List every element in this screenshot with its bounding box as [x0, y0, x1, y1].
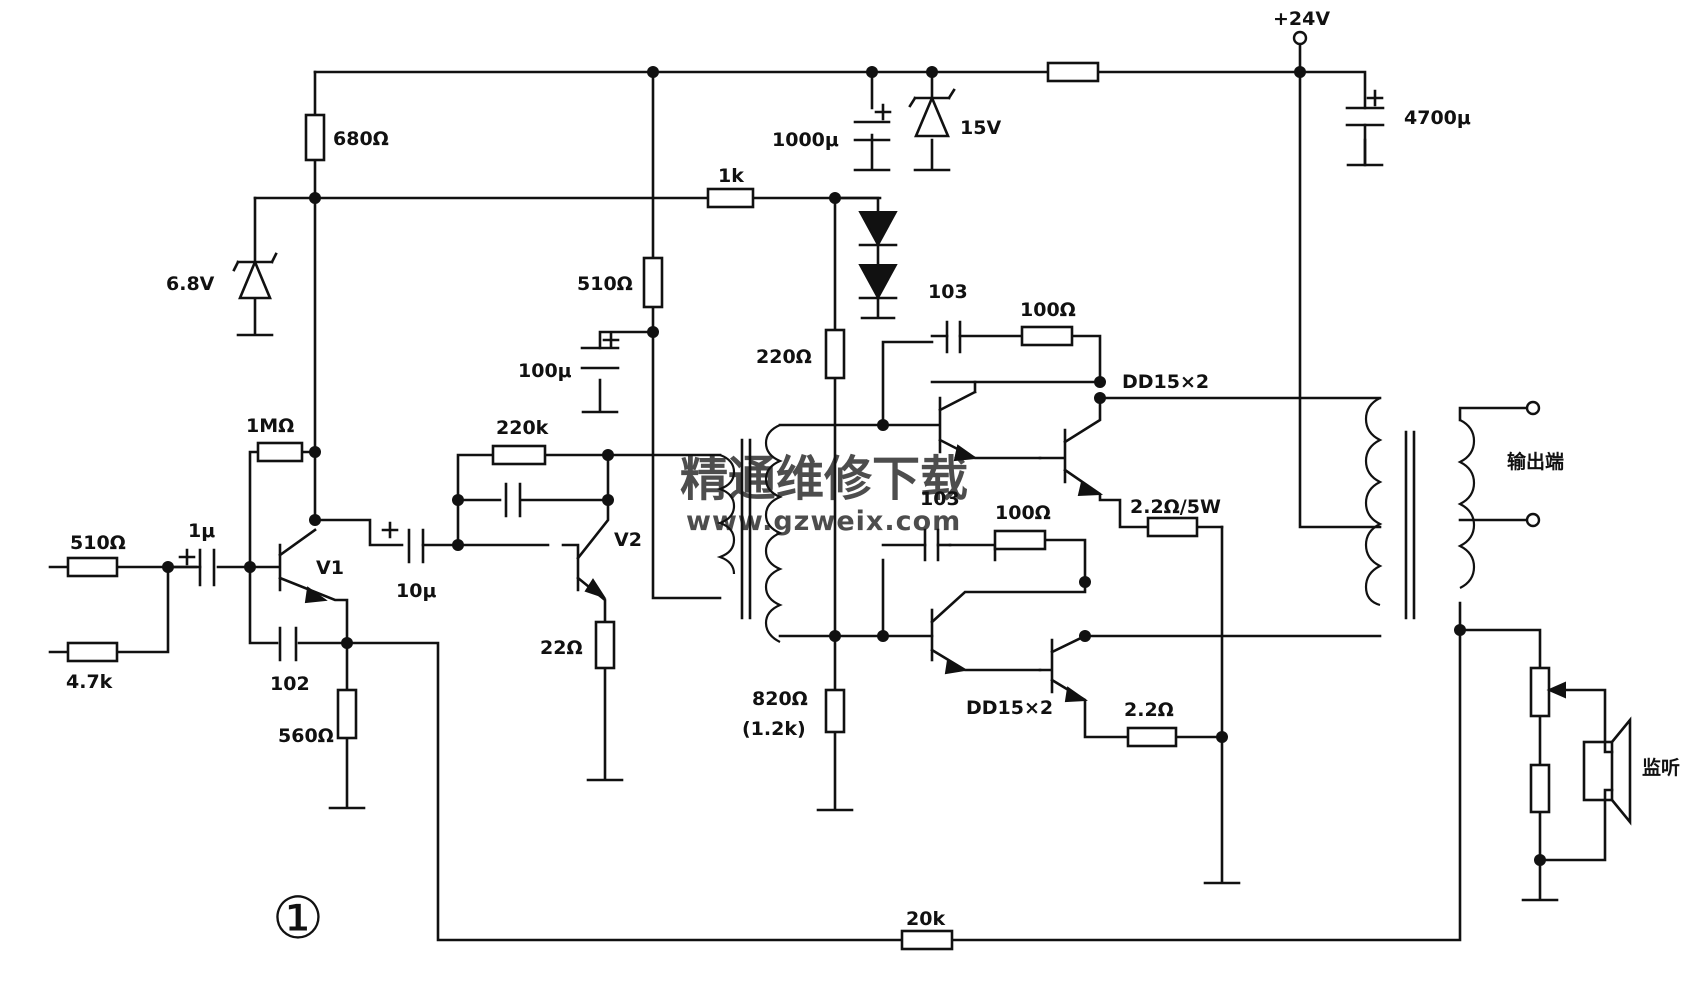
transistor-lower-power-icon	[1064, 686, 1088, 703]
resistor-100-lower	[993, 529, 1047, 551]
series-diode-lower-icon	[858, 243, 898, 301]
label-vcc: +24V	[1273, 8, 1330, 30]
watermark-url: www.gzweix.com	[686, 506, 961, 537]
label-r-510: 510Ω	[577, 273, 633, 295]
potentiometer-monitor	[1529, 666, 1551, 718]
label-r-100-lower: 100Ω	[995, 502, 1051, 524]
label-r-680: 680Ω	[333, 128, 389, 150]
label-pair-top: DD15×2	[1122, 371, 1209, 393]
output-transformer-icon	[1364, 397, 1476, 620]
output-terminal-top	[1525, 400, 1541, 416]
transistor-v1-icon	[304, 586, 328, 604]
label-c-103-lower: 103	[920, 488, 960, 510]
resistor-220	[824, 328, 846, 380]
resistor-input-4k7	[66, 641, 119, 663]
labels: +24V 680Ω 1000μ 15V 4700μ 1k 6.8V 510Ω 1…	[66, 8, 1680, 952]
capacitor-input-1u	[198, 548, 216, 587]
resistor-820	[824, 688, 846, 734]
label-r-100-upper: 100Ω	[1020, 299, 1076, 321]
resistor-1k	[706, 187, 755, 209]
label-zener-68: 6.8V	[166, 273, 215, 295]
label-r-in2: 4.7k	[66, 671, 113, 693]
capacitor-103-upper	[945, 320, 962, 354]
resistors	[66, 61, 1551, 951]
polarity-marks	[178, 89, 1384, 566]
label-r-22b: 2.2Ω	[1124, 699, 1174, 721]
resistor-560	[336, 688, 358, 740]
label-r-820: 820Ω	[752, 688, 808, 710]
label-r-560: 560Ω	[278, 725, 334, 747]
label-v1: V1	[316, 557, 344, 579]
resistor-monitor	[1529, 763, 1551, 814]
zener-diode-15v-icon	[908, 88, 956, 138]
diodes	[232, 88, 956, 301]
label-r-820-alt: (1.2k)	[742, 718, 806, 740]
driver-transformer-icon	[716, 423, 783, 643]
resistor-680	[304, 113, 326, 162]
label-r-220k: 220k	[496, 417, 549, 439]
capacitor-10u	[407, 528, 425, 564]
resistor-input-510	[66, 556, 119, 578]
figure-number: ①	[272, 884, 324, 952]
resistor-22	[594, 620, 616, 670]
resistor-100-upper	[1020, 325, 1074, 347]
watermark-text: 精通维修下载	[680, 451, 968, 507]
label-v2: V2	[614, 529, 642, 551]
label-c-1000: 1000μ	[772, 129, 839, 151]
capacitor-4700u	[1345, 106, 1385, 127]
capacitor-102	[278, 626, 298, 662]
label-c-103-upper: 103	[928, 281, 968, 303]
potentiometer-wiper-icon	[1546, 681, 1566, 699]
resistor-2r2	[1126, 726, 1178, 748]
output-terminal-bottom	[1525, 512, 1541, 528]
capacitors	[198, 106, 1385, 662]
zener-diode-6v8-icon	[232, 252, 278, 300]
resistor-20k	[900, 929, 954, 951]
capacitor-1000u	[853, 120, 891, 142]
label-pair-bottom: DD15×2	[966, 697, 1053, 719]
resistor-1m	[256, 441, 304, 463]
label-zener-15: 15V	[960, 117, 1001, 139]
label-r-1k: 1k	[718, 165, 744, 187]
label-c-10: 10μ	[396, 580, 436, 602]
label-c-in: 1μ	[188, 520, 215, 542]
transistor-arrows	[304, 444, 1104, 703]
label-output: 输出端	[1507, 450, 1564, 473]
label-c-100: 100μ	[518, 360, 572, 382]
label-r-1m: 1MΩ	[246, 415, 294, 437]
resistor-510	[642, 256, 664, 309]
transistor-upper-power-icon	[1077, 480, 1104, 497]
resistor-220k	[491, 444, 547, 466]
capacitor-bootstrap	[504, 482, 522, 518]
label-c-4700: 4700μ	[1404, 107, 1471, 129]
transistor-lower-driver-icon	[944, 658, 968, 675]
label-r-22w: 2.2Ω/5W	[1130, 496, 1221, 518]
label-monitor: 监听	[1642, 756, 1680, 779]
vcc-terminal	[1292, 30, 1308, 46]
label-r-22: 22Ω	[540, 637, 583, 659]
label-r-fb: 20k	[906, 908, 945, 930]
resistor-2r2-5w	[1146, 516, 1199, 538]
transistor-upper-driver-icon	[953, 444, 978, 462]
transistor-v2-icon	[584, 578, 607, 599]
junction-dots	[162, 66, 1546, 866]
resistor-supply	[1046, 61, 1100, 83]
series-diode-upper-icon	[858, 211, 898, 248]
label-r-in1: 510Ω	[70, 532, 126, 554]
speaker-icon	[1582, 716, 1632, 826]
capacitor-100u	[580, 346, 620, 370]
label-c-102: 102	[270, 673, 310, 695]
label-r-220: 220Ω	[756, 346, 812, 368]
